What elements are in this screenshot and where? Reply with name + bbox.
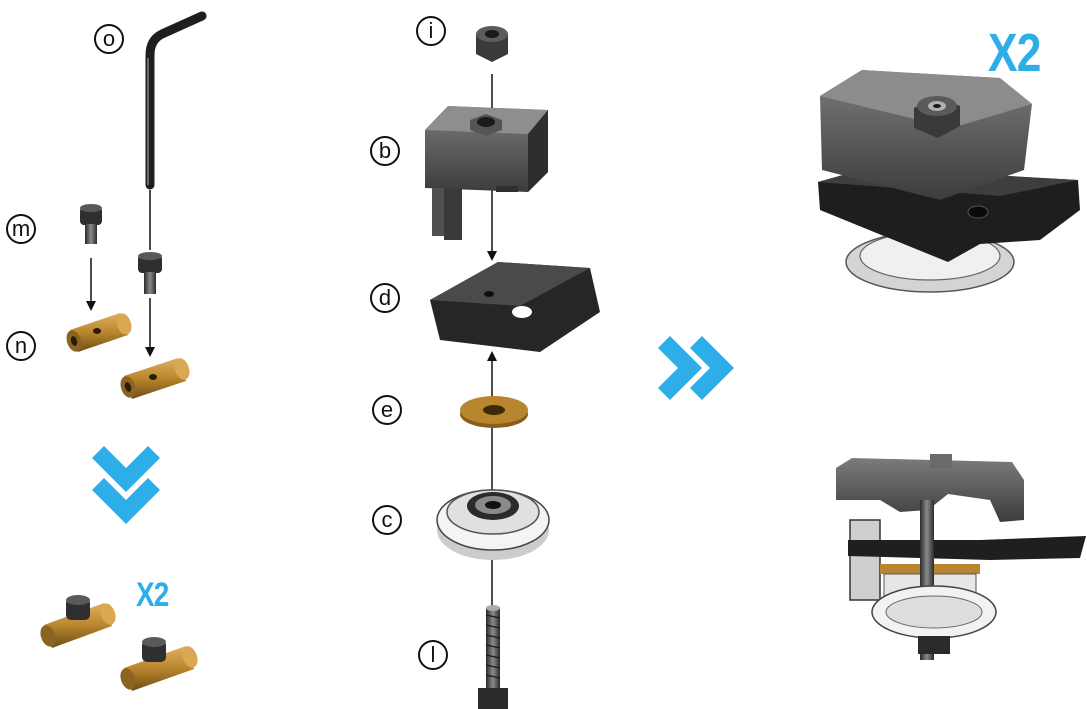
double-chevron-down-icon [92,446,160,524]
nylock-nut-i [476,26,508,62]
quantity-label-assembled-unit: X2 [988,22,1041,84]
screw-m-second [138,252,162,294]
assembled-coupler-2 [118,637,201,692]
label-m: m [6,214,36,244]
label-b: b [370,136,400,166]
label-c: c [372,505,402,535]
assembled-unit-angled [818,70,1080,292]
brass-coupler-1 [64,311,134,353]
slider-block-b [425,106,548,240]
label-o: o [94,24,124,54]
plate-d [430,262,600,352]
quantity-label-screw-assembly: X2 [136,576,168,615]
label-d: d [370,283,400,313]
label-l: l [418,640,448,670]
assembled-unit-side [836,454,1086,660]
screw-m [80,204,102,244]
pulley-wheel-c [437,490,549,560]
hex-key [148,16,202,185]
washer-e [460,396,528,428]
assembled-coupler-1 [38,595,119,649]
label-i: i [416,16,446,46]
double-chevron-right-icon [658,336,734,400]
label-e: e [372,395,402,425]
brass-coupler-2 [118,356,192,399]
label-n: n [6,331,36,361]
bolt-l [478,605,508,709]
